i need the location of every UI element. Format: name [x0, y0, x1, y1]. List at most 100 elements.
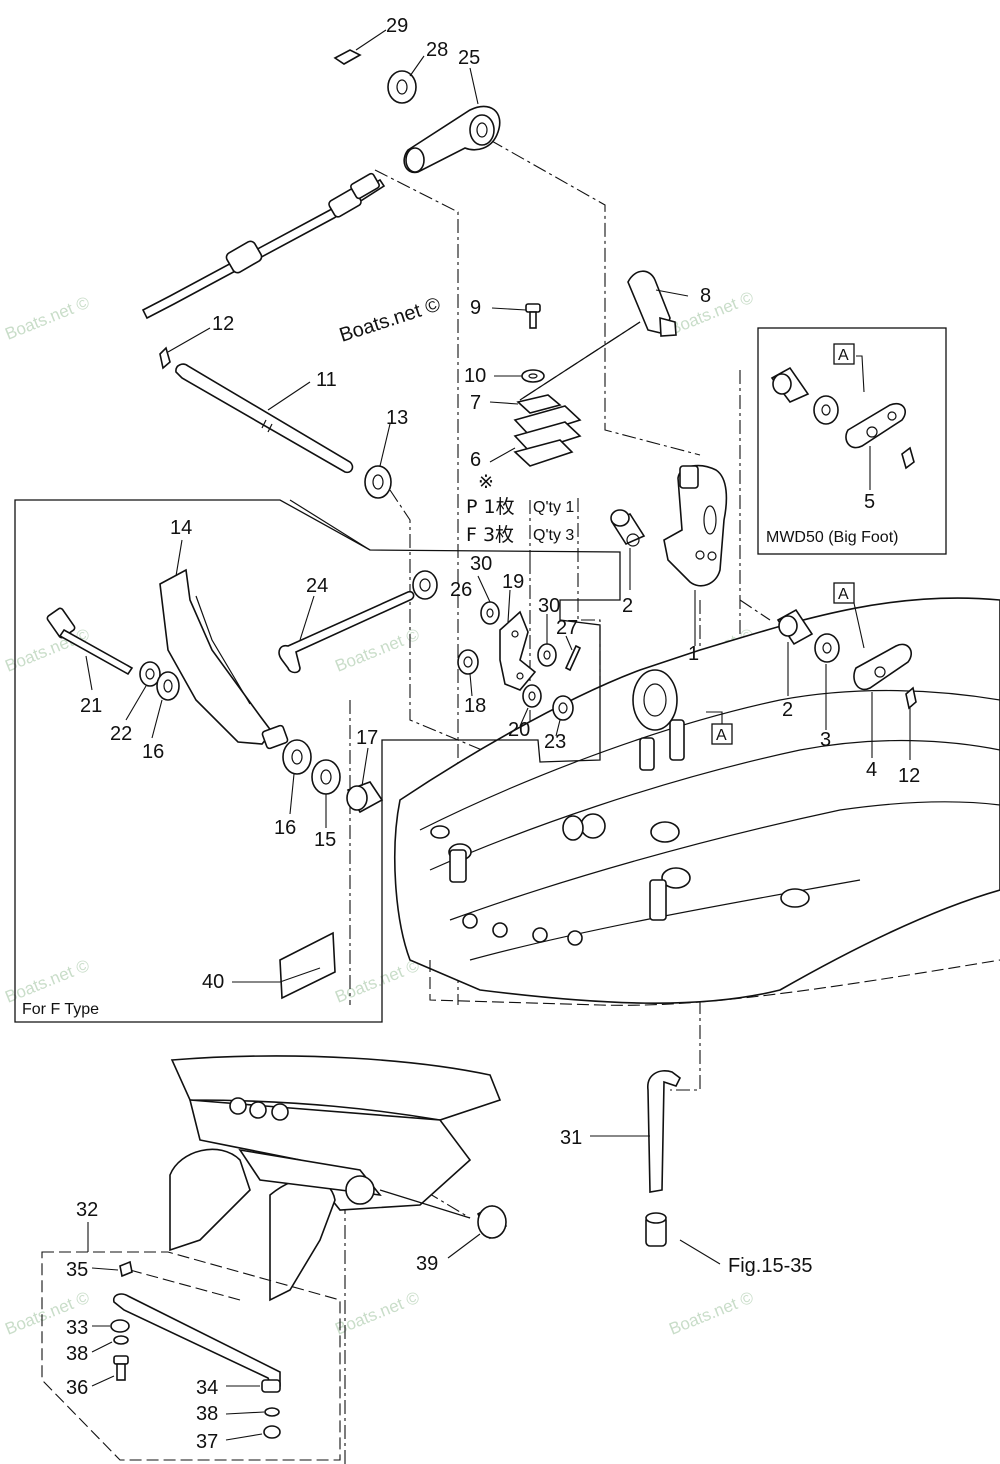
part-1-lever [663, 464, 728, 587]
big-foot-box: MWD50 (Big Foot) [757, 327, 947, 555]
watermark-11: Boats.net © [666, 1288, 756, 1339]
callout-38-b: 38 [196, 1403, 218, 1425]
note-symbol: ※ [478, 471, 494, 493]
callout-30-a: 30 [470, 553, 492, 575]
watermark-3: Boats.net © [2, 625, 92, 676]
callout-12-lower: 12 [898, 765, 920, 787]
part-25-joint [403, 105, 501, 174]
part-24-rod [278, 590, 415, 674]
figure-reference[interactable]: Fig.15-35 [728, 1255, 813, 1277]
throttle-cable [141, 172, 386, 320]
part-18-washer [457, 649, 479, 675]
part-30-washer-a [480, 601, 500, 625]
callout-22: 22 [110, 723, 132, 745]
callout-1: 1 [688, 643, 699, 665]
ref-a-box-3 [711, 723, 733, 745]
callout-13: 13 [386, 407, 408, 429]
callout-numbers: 29 28 25 8 9 12 11 10 7 13 6 14 24 30 26… [66, 15, 920, 1453]
part-12-clip-top [159, 346, 171, 370]
watermark-1: Boats.net © [2, 293, 92, 344]
part-9-screw [525, 303, 541, 329]
part-8-handle [519, 270, 677, 401]
callout-9: 9 [470, 297, 481, 319]
callout-6: 6 [470, 449, 481, 471]
part-21-bolt [46, 607, 134, 676]
callout-40: 40 [202, 971, 224, 993]
fig-15-35-bushing [645, 1212, 667, 1247]
callout-5: 5 [864, 491, 875, 513]
callout-35: 35 [66, 1259, 88, 1281]
part-14-bracket [159, 568, 289, 750]
callout-25: 25 [458, 47, 480, 69]
callout-34: 34 [196, 1377, 218, 1399]
callout-14: 14 [170, 517, 192, 539]
note-qty-p: Q'ty 1 [533, 499, 574, 516]
big-foot-label: MWD50 (Big Foot) [766, 529, 898, 546]
callout-17: 17 [356, 727, 378, 749]
callout-16-a: 16 [142, 741, 164, 763]
part-7-plate [516, 394, 562, 414]
note-line-p: P 1枚 [466, 496, 515, 518]
part-40-sheet [279, 931, 336, 1000]
callout-29: 29 [386, 15, 408, 37]
watermark-7: Boats.net © [332, 956, 422, 1007]
quantity-note: ※ P 1枚 Q'ty 1 F 3枚 Q'ty 3 [466, 471, 574, 546]
callout-7: 7 [470, 392, 481, 414]
ref-a-label-3: A [716, 727, 727, 744]
f-type-label: For F Type [22, 1001, 99, 1018]
callout-37: 37 [196, 1431, 218, 1453]
part-27-pin [564, 644, 582, 672]
part-6-plates [513, 405, 582, 467]
callout-11: 11 [316, 369, 337, 391]
callout-18: 18 [464, 695, 486, 717]
part-32-group [41, 1251, 341, 1461]
part-15-washer [311, 759, 341, 795]
part-31-rod [647, 1070, 682, 1193]
callout-39: 39 [416, 1253, 438, 1275]
callout-15: 15 [314, 829, 336, 851]
part-17-bushing [346, 781, 384, 814]
part-11-shaft [175, 363, 354, 474]
callout-12-top: 12 [212, 313, 234, 335]
callout-20: 20 [508, 719, 530, 741]
part-2-bushing-lower [776, 608, 814, 646]
part-22-washer [139, 661, 161, 687]
callout-3: 3 [820, 729, 831, 751]
callout-24: 24 [306, 575, 328, 597]
part-39-bushing [476, 1204, 508, 1240]
watermark-10: Boats.net © [332, 1288, 422, 1339]
callout-38-a: 38 [66, 1343, 88, 1365]
callout-33: 33 [66, 1317, 88, 1339]
callout-28: 28 [426, 39, 448, 61]
part-28-washer [387, 70, 417, 104]
ref-a-label-2: A [838, 586, 849, 603]
watermark-2: Boats.net © [666, 288, 756, 339]
ref-a-box-2 [833, 582, 855, 604]
callout-30-b: 30 [538, 595, 560, 617]
part-3-ring [814, 633, 840, 663]
ref-boxes: A A A [711, 343, 855, 745]
callout-16-b: 16 [274, 817, 296, 839]
part-29-clip [333, 49, 362, 65]
callout-2-upper: 2 [622, 595, 633, 617]
bracket-assembly [394, 597, 1000, 1006]
watermark-4: Boats.net © [332, 625, 422, 676]
part-12-clip-lower [905, 686, 917, 710]
part-19-bracket [499, 610, 537, 691]
ref-a-label-1: A [838, 347, 849, 364]
part-26-bushing [412, 570, 438, 600]
callout-8: 8 [700, 285, 711, 307]
part-20-washer [522, 684, 542, 708]
part-16-washer-b [282, 739, 312, 775]
callout-31: 31 [560, 1127, 582, 1149]
callout-4: 4 [866, 759, 877, 781]
callout-23: 23 [544, 731, 566, 753]
note-line-f: F 3枚 [466, 524, 514, 546]
callout-21: 21 [80, 695, 102, 717]
callout-26: 26 [450, 579, 472, 601]
callout-2-lower: 2 [782, 699, 793, 721]
ref-a-box-1 [833, 343, 855, 365]
f-type-box: For F Type [14, 499, 621, 1023]
part-23-nut [552, 695, 574, 721]
lower-assembly [169, 1055, 502, 1302]
